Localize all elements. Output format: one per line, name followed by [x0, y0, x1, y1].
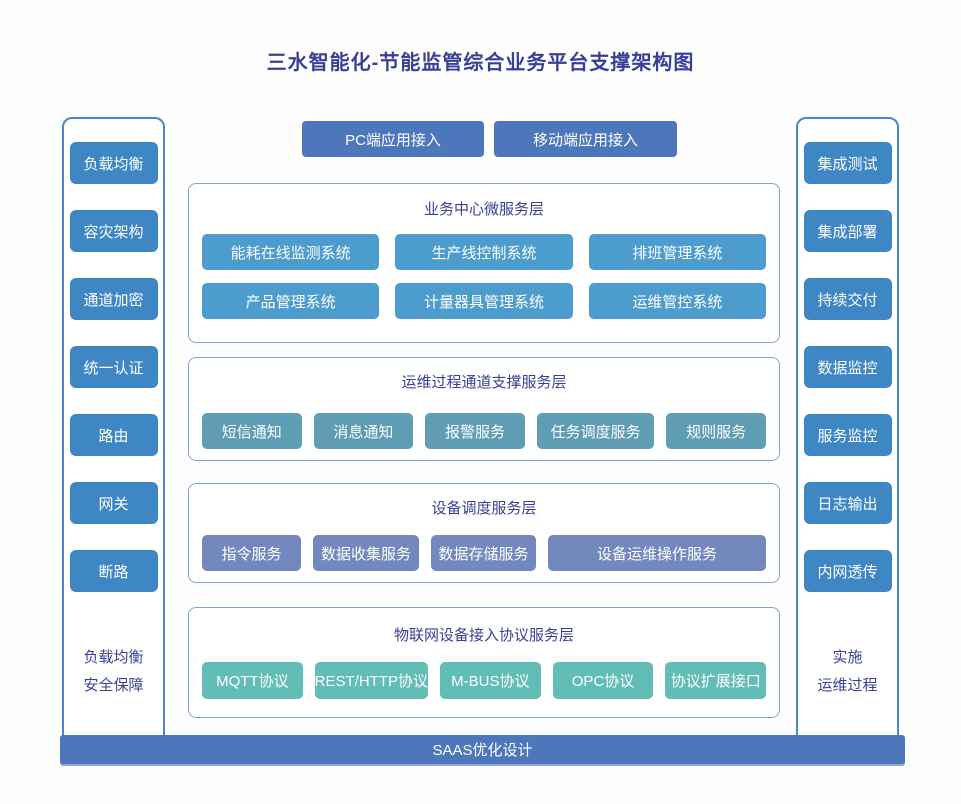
node-sms-notification: 短信通知	[202, 413, 302, 449]
node-message-notification: 消息通知	[313, 413, 414, 449]
node-data-collection-service: 数据收集服务	[313, 535, 420, 571]
layer-business-microservices-grid: 能耗在线监测系统 生产线控制系统 排班管理系统 产品管理系统 计量器具管理系统 …	[189, 234, 779, 319]
node-data-storage-service: 数据存储服务	[431, 535, 537, 571]
node-command-service: 指令服务	[202, 535, 302, 571]
node-rest-http-protocol: REST/HTTP协议	[314, 662, 429, 699]
node-mobile-access: 移动端应用接入	[494, 121, 677, 157]
layer-om-channel-support-row: 短信通知 消息通知 报警服务 任务调度服务 规则服务	[189, 413, 779, 449]
node-protocol-extension-interface: 协议扩展接口	[665, 662, 767, 699]
node-energy-online-monitoring: 能耗在线监测系统	[202, 234, 380, 270]
right-panel-caption: 实施 运维过程	[817, 644, 877, 700]
layer-business-microservices-title: 业务中心微服务层	[423, 201, 544, 218]
node-measuring-instrument-management: 计量器具管理系统	[395, 283, 573, 319]
node-data-monitoring: 数据监控	[803, 346, 892, 388]
node-product-management: 产品管理系统	[202, 283, 380, 319]
node-mbus-protocol: M-BUS协议	[440, 662, 541, 699]
node-channel-encryption: 通道加密	[69, 278, 158, 320]
saas-optimization-bar: SAAS优化设计	[60, 735, 905, 764]
node-pc-access: PC端应用接入	[302, 121, 484, 157]
node-mqtt-protocol: MQTT协议	[202, 662, 303, 699]
node-continuous-delivery: 持续交付	[803, 278, 892, 320]
layer-business-microservices: 业务中心微服务层 能耗在线监测系统 生产线控制系统 排班管理系统 产品管理系统 …	[188, 183, 780, 343]
node-routing: 路由	[69, 414, 158, 456]
layer-device-scheduling-title: 设备调度服务层	[431, 500, 537, 517]
node-circuit-breaker: 断路	[69, 550, 158, 592]
node-unified-auth: 统一认证	[69, 346, 158, 388]
layer-iot-protocol-title: 物联网设备接入协议服务层	[393, 627, 574, 644]
node-alarm-service: 报警服务	[425, 413, 525, 449]
node-service-monitoring: 服务监控	[803, 414, 892, 456]
node-production-line-control: 生产线控制系统	[395, 234, 573, 270]
page-title: 三水智能化-节能监管综合业务平台支撑架构图	[266, 52, 695, 74]
right-panel-caption-line1: 实施	[832, 649, 863, 666]
node-load-balancing: 负载均衡	[69, 142, 158, 184]
left-panel-caption-line1: 负载均衡	[83, 649, 144, 666]
layer-device-scheduling-row: 指令服务 数据收集服务 数据存储服务 设备运维操作服务	[189, 535, 779, 571]
right-panel: 集成测试 集成部署 持续交付 数据监控 服务监控 日志输出 内网透传 实施 运维…	[796, 117, 899, 745]
node-rule-service: 规则服务	[666, 413, 766, 449]
node-gateway: 网关	[69, 482, 158, 524]
layer-iot-protocol: 物联网设备接入协议服务层 MQTT协议 REST/HTTP协议 M-BUS协议 …	[188, 607, 780, 718]
layer-om-channel-support-title: 运维过程通道支撑服务层	[401, 374, 567, 391]
left-panel: 负载均衡 容灾架构 通道加密 统一认证 路由 网关 断路 负载均衡 安全保障	[62, 117, 165, 745]
right-panel-caption-line2: 运维过程	[817, 676, 878, 694]
node-disaster-recovery: 容灾架构	[69, 210, 158, 252]
node-integration-test: 集成测试	[803, 142, 892, 184]
layer-om-channel-support: 运维过程通道支撑服务层 短信通知 消息通知 报警服务 任务调度服务 规则服务	[188, 357, 780, 461]
node-integration-deploy: 集成部署	[803, 210, 892, 252]
node-task-scheduling-service: 任务调度服务	[536, 413, 655, 449]
node-opc-protocol: OPC协议	[552, 662, 654, 699]
node-shift-management: 排班管理系统	[588, 234, 766, 270]
left-panel-caption: 负载均衡 安全保障	[83, 644, 143, 700]
node-device-om-operation-service: 设备运维操作服务	[548, 535, 766, 571]
layer-device-scheduling: 设备调度服务层 指令服务 数据收集服务 数据存储服务 设备运维操作服务	[188, 483, 780, 583]
node-om-control: 运维管控系统	[588, 283, 766, 319]
node-intranet-passthrough: 内网透传	[803, 550, 892, 592]
node-log-output: 日志输出	[803, 482, 892, 524]
left-panel-caption-line2: 安全保障	[83, 676, 144, 694]
layer-iot-protocol-row: MQTT协议 REST/HTTP协议 M-BUS协议 OPC协议 协议扩展接口	[189, 662, 779, 699]
